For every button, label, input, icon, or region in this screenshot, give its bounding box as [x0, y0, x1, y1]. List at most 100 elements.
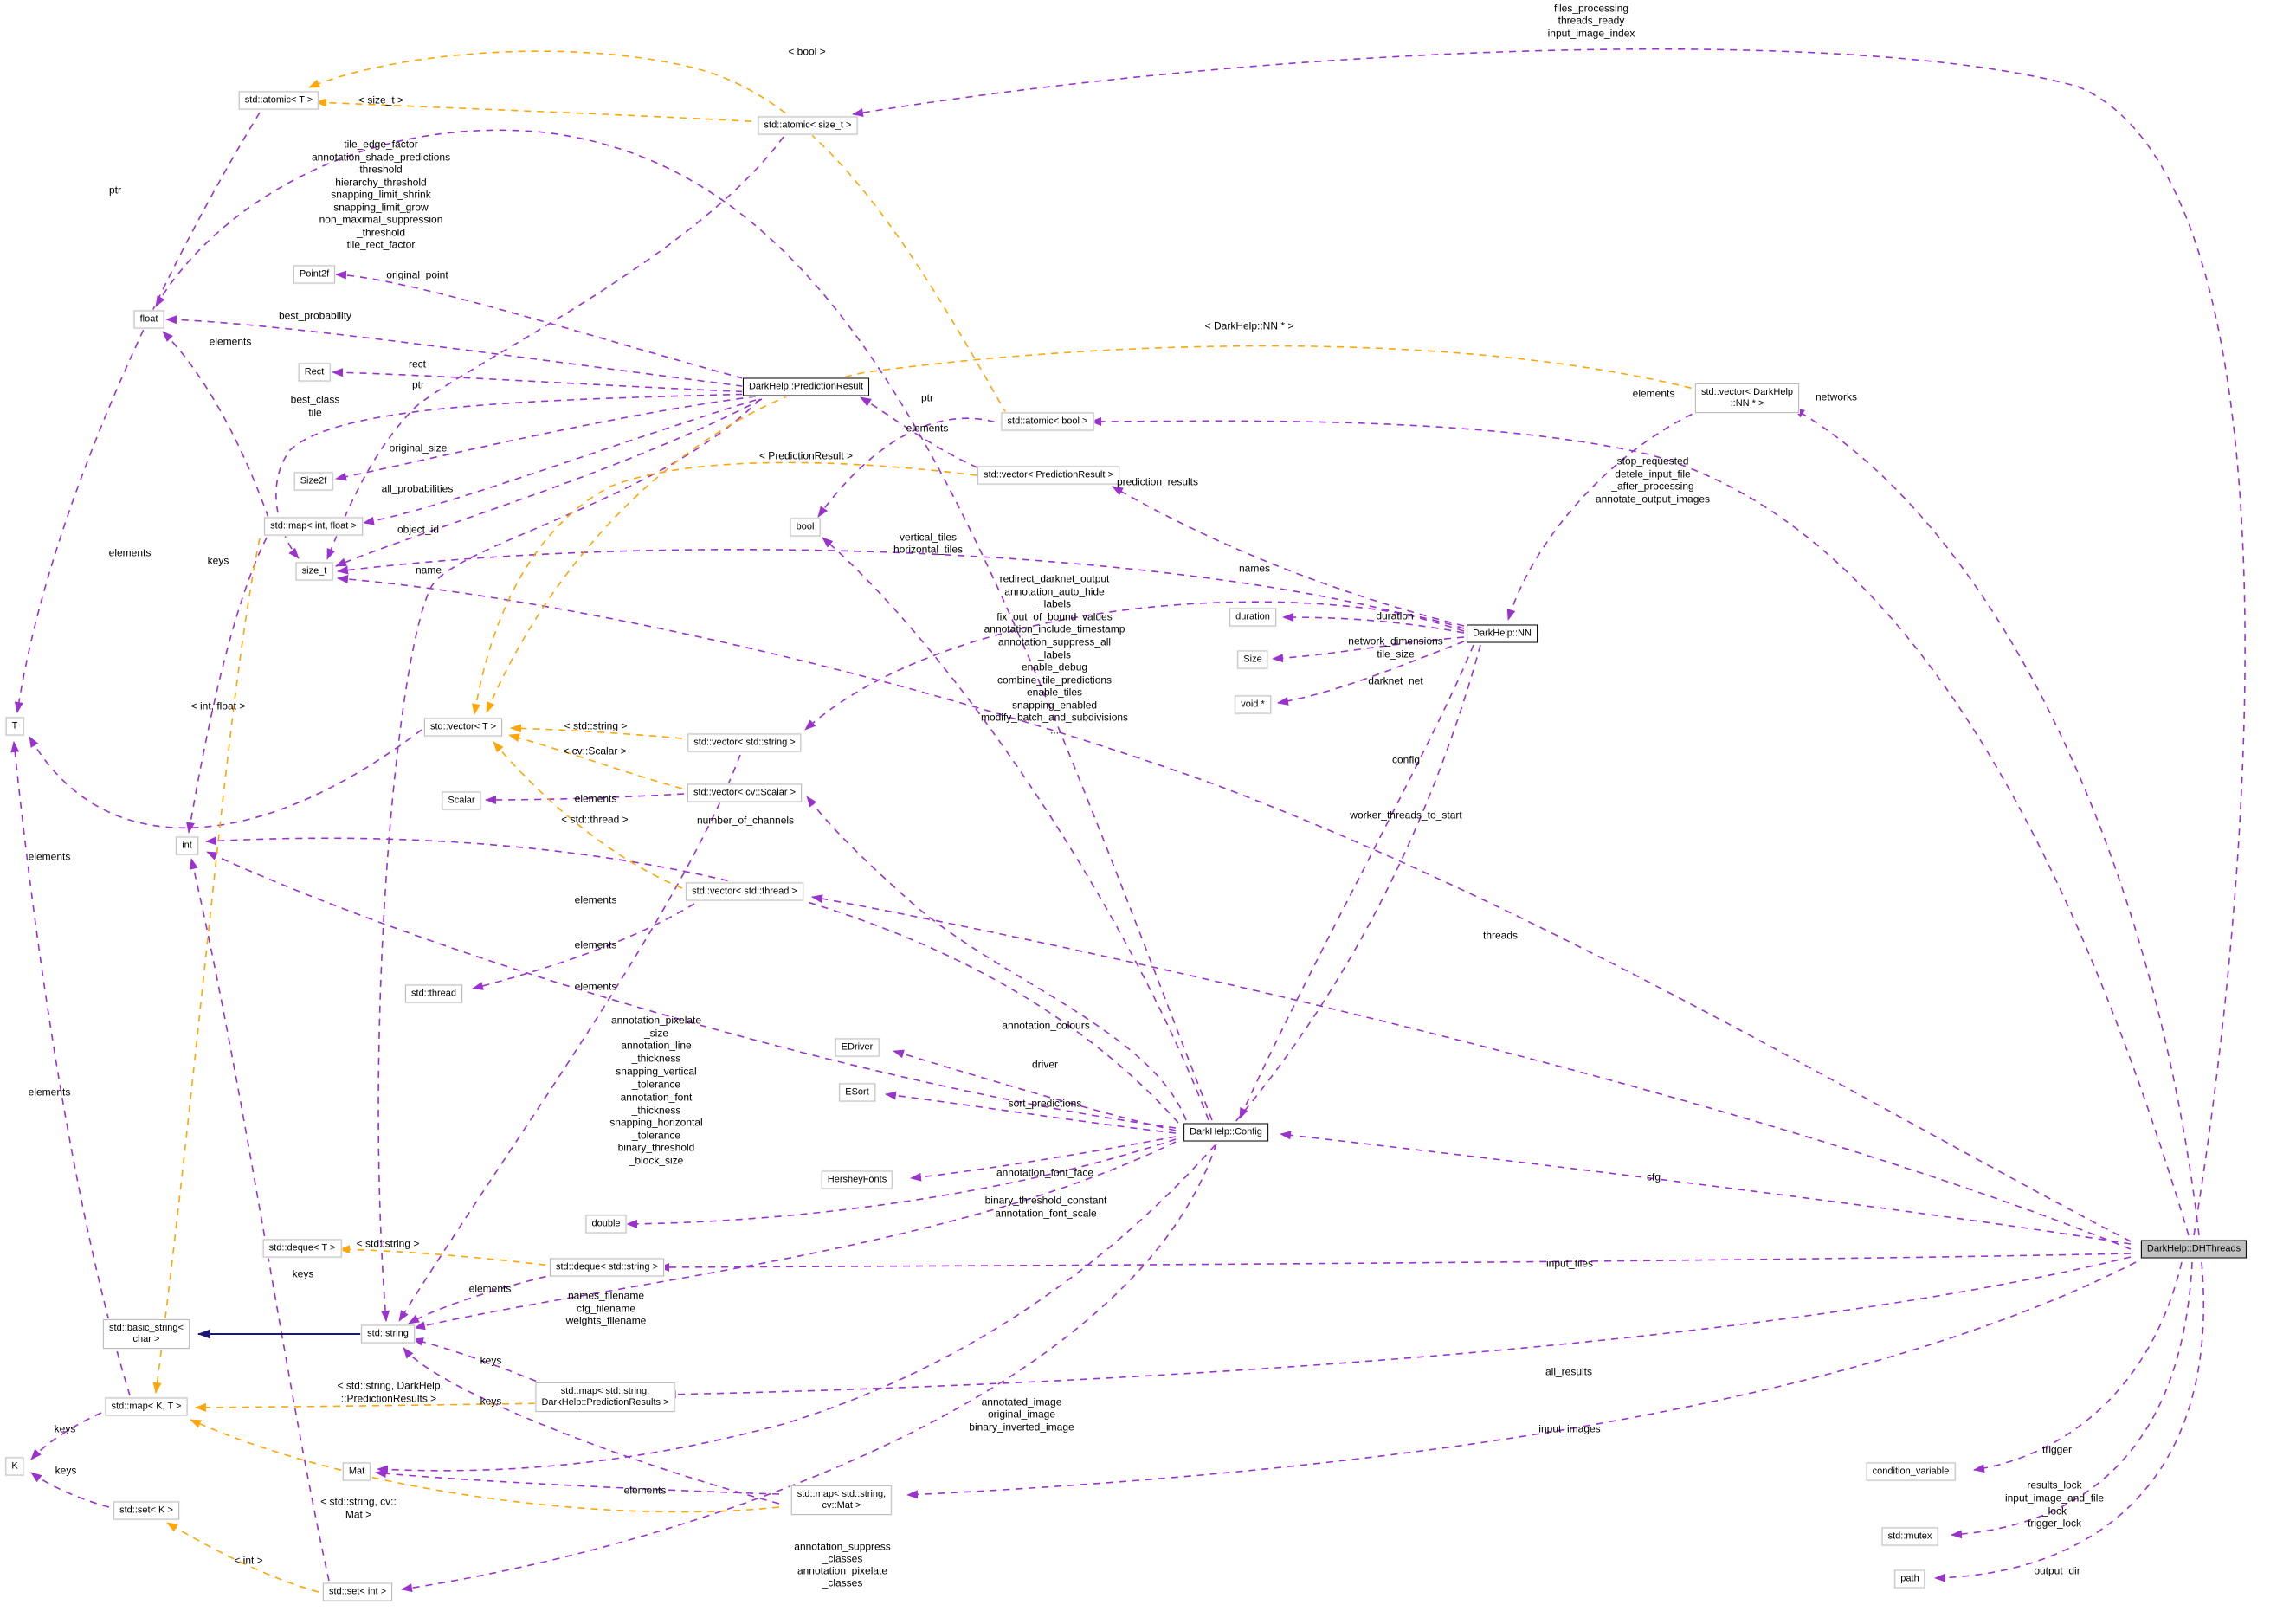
edge	[335, 398, 763, 567]
edge	[335, 270, 757, 383]
node-duration[interactable]: duration	[1229, 608, 1276, 627]
node-scalar[interactable]: Scalar	[442, 791, 481, 810]
edge-label: horizontal_tiles	[893, 543, 964, 556]
edge-label: tile_edge_factor	[344, 138, 418, 151]
edge-label: < size_t >	[358, 93, 404, 106]
edge-label: snapping_limit_grow	[333, 201, 429, 214]
node-vector-thread[interactable]: std::vector< std::thread >	[686, 882, 803, 901]
node-map-k-t[interactable]: std::map< K, T >	[105, 1397, 188, 1416]
edge-label: weights_filename	[565, 1314, 647, 1327]
node-size[interactable]: Size	[1237, 650, 1268, 669]
edge-label: annotation_suppress_all	[997, 635, 1112, 648]
edge	[401, 1143, 1217, 1593]
node-map-string-mat[interactable]: std::map< std::string, cv::Mat >	[790, 1485, 893, 1515]
edge	[337, 549, 1465, 632]
node-rect[interactable]: Rect	[298, 363, 331, 382]
node-nn[interactable]: DarkHelp::NN	[1467, 624, 1538, 643]
edge-label: elements	[28, 1086, 71, 1099]
node-condition-variable[interactable]: condition_variable	[1866, 1462, 1956, 1481]
node-vector-t[interactable]: std::vector< T >	[423, 718, 503, 737]
node-point2f[interactable]: Point2f	[293, 265, 336, 284]
node-esort[interactable]: ESort	[839, 1083, 875, 1102]
edge	[275, 393, 757, 559]
edge-label: best_class	[290, 393, 340, 406]
node-prediction-result[interactable]: DarkHelp::PredictionResult	[742, 377, 870, 396]
node-k[interactable]: K	[5, 1457, 24, 1476]
node-string[interactable]: std::string	[361, 1324, 415, 1344]
edge-label: names	[1238, 562, 1271, 575]
edge	[910, 1136, 1177, 1182]
edge-label: driver	[1031, 1058, 1059, 1071]
edge-label: _thickness	[631, 1052, 681, 1065]
node-basic-string[interactable]: std::basic_string< char >	[103, 1319, 190, 1349]
node-config[interactable]: DarkHelp::Config	[1183, 1123, 1268, 1142]
node-bool[interactable]: bool	[790, 518, 821, 537]
edge-label: input_files	[1545, 1257, 1594, 1270]
node-size-t[interactable]: size_t	[295, 562, 333, 581]
edge	[1506, 408, 1705, 621]
edge-label: _tolerance	[631, 1078, 681, 1091]
edge-label: snapping_vertical	[616, 1065, 697, 1078]
node-int[interactable]: int	[176, 836, 198, 855]
edge-label: annotation_shade_predictions	[311, 151, 451, 164]
edge	[377, 644, 1481, 1474]
edge-label: output_dir	[2034, 1564, 2080, 1577]
edge	[906, 1261, 2137, 1499]
node-double[interactable]: double	[585, 1215, 627, 1234]
edge-label: combine_tile_predictions	[996, 673, 1113, 686]
node-vector-nn-ptr[interactable]: std::vector< DarkHelp ::NN * >	[1694, 383, 1800, 413]
edge	[1282, 613, 1465, 634]
node-hersheyfonts[interactable]: HersheyFonts	[821, 1170, 893, 1189]
node-vector-scalar[interactable]: std::vector< cv::Scalar >	[687, 783, 802, 802]
node-size2f[interactable]: Size2f	[293, 472, 333, 491]
edge-label: files_processing	[1553, 2, 1629, 15]
edge-label: annotated_image	[981, 1395, 1062, 1408]
node-atomic-t[interactable]: std::atomic< T >	[238, 91, 319, 110]
edge	[817, 417, 1008, 518]
edge-label: < int >	[234, 1554, 263, 1567]
node-void-ptr[interactable]: void *	[1235, 695, 1271, 714]
edge-label: _block_size	[629, 1154, 684, 1167]
node-float[interactable]: float	[133, 310, 164, 329]
node-vector-prediction-result[interactable]: std::vector< PredictionResult >	[977, 466, 1119, 485]
edge	[1951, 1261, 2193, 1539]
node-set-k[interactable]: std::set< K >	[113, 1501, 179, 1520]
edge-label: snapping_enabled	[1011, 699, 1098, 712]
edge-label: redirect_darknet_output	[999, 572, 1110, 585]
edge-label: _labels	[1037, 597, 1072, 610]
edge-label: annotation_font_face	[996, 1166, 1094, 1179]
node-mutex[interactable]: std::mutex	[1881, 1527, 1938, 1546]
edge	[1272, 636, 1465, 663]
edge-label: _classes	[822, 1576, 863, 1589]
edge-label: elements	[209, 335, 252, 348]
edge-label: detele_input_file	[1615, 467, 1691, 480]
node-thread[interactable]: std::thread	[405, 984, 462, 1003]
node-edriver[interactable]: EDriver	[835, 1038, 880, 1057]
node-deque-t[interactable]: std::deque< T >	[262, 1239, 342, 1258]
edge-label: networks	[1815, 390, 1858, 403]
edge	[822, 537, 1209, 1121]
edge	[335, 396, 757, 481]
node-vector-string[interactable]: std::vector< std::string >	[687, 733, 802, 752]
edge-label: _thickness	[631, 1104, 681, 1117]
edge-label: all_probabilities	[381, 482, 454, 495]
node-mat[interactable]: Mat	[342, 1462, 371, 1481]
edge	[339, 1245, 559, 1267]
edge-label: elements	[623, 1484, 667, 1497]
node-atomic-size-t[interactable]: std::atomic< size_t >	[758, 116, 858, 135]
node-path[interactable]: path	[1894, 1569, 1925, 1589]
node-t[interactable]: T	[5, 717, 24, 736]
edge	[1280, 1131, 2132, 1245]
node-map-int-float[interactable]: std::map< int, float >	[264, 517, 363, 536]
node-set-int[interactable]: std::set< int >	[322, 1582, 393, 1601]
node-map-string-predictionresults[interactable]: std::map< std::string, DarkHelp::Predict…	[535, 1382, 675, 1412]
edge-label: < std::string, cv::	[320, 1495, 397, 1508]
edge-label: _lock	[2041, 1505, 2067, 1518]
edge	[806, 796, 1187, 1121]
edge-label: < std::string >	[564, 719, 628, 732]
node-dhthreads[interactable]: DarkHelp::DHThreads	[2140, 1240, 2248, 1259]
edge	[1934, 1261, 2205, 1582]
node-atomic-bool[interactable]: std::atomic< bool >	[1001, 412, 1094, 431]
edge-label: sort_predictions	[1008, 1097, 1082, 1110]
node-deque-string[interactable]: std::deque< std::string >	[549, 1258, 665, 1277]
